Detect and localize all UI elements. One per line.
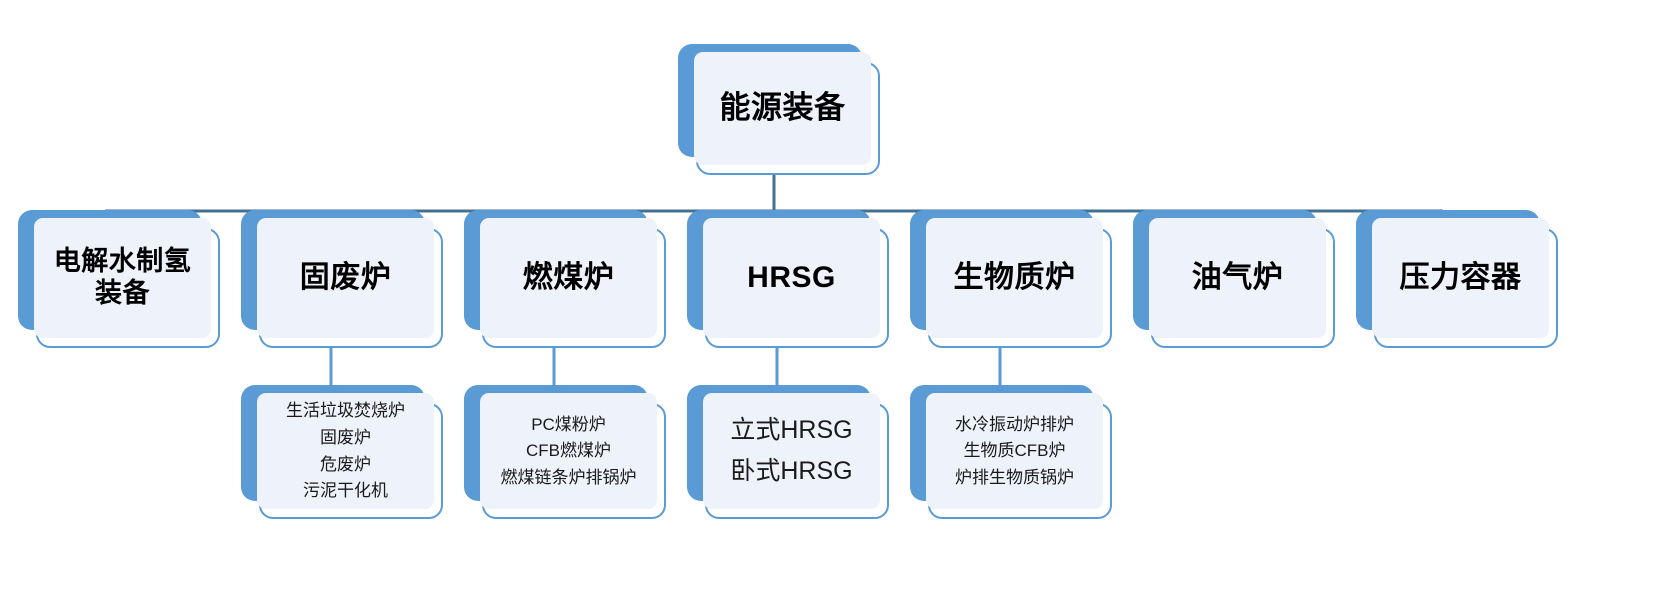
node-label: 油气炉 xyxy=(1191,261,1284,295)
node-card: 固废炉 xyxy=(257,218,434,338)
node-root[interactable]: 能源装备 xyxy=(678,44,880,175)
list-item: 燃煤链条炉排锅炉 xyxy=(500,467,637,487)
node-card: 压力容器 xyxy=(1372,218,1549,338)
node-category-solid-waste[interactable]: 固废炉 xyxy=(241,210,443,348)
node-category-coal[interactable]: 燃煤炉 xyxy=(464,210,666,348)
node-card: 生活垃圾焚烧炉 固废炉 危废炉 污泥干化机 xyxy=(257,393,434,509)
node-category-hrsg[interactable]: HRSG xyxy=(687,210,889,348)
node-category-oil-gas[interactable]: 油气炉 xyxy=(1133,210,1335,348)
list-item: 污泥干化机 xyxy=(303,481,388,501)
node-leaf-hrsg[interactable]: 立式HRSG 卧式HRSG xyxy=(687,385,889,519)
node-label: 燃煤炉 xyxy=(522,261,615,295)
node-label: HRSG xyxy=(747,261,836,295)
node-card: 能源装备 xyxy=(694,52,871,165)
list-item: 卧式HRSG xyxy=(730,457,853,485)
list-item: 生物质CFB炉 xyxy=(963,441,1066,461)
node-category-pressure-vessel[interactable]: 压力容器 xyxy=(1356,210,1558,348)
node-label: 生物质炉 xyxy=(953,261,1076,295)
node-card: 水冷振动炉排炉 生物质CFB炉 炉排生物质锅炉 xyxy=(926,393,1103,509)
list-item: CFB燃煤炉 xyxy=(526,441,611,461)
node-category-biomass[interactable]: 生物质炉 xyxy=(910,210,1112,348)
node-label: 能源装备 xyxy=(719,90,846,126)
list-item: 水冷振动炉排炉 xyxy=(955,414,1074,434)
leaf-list: 生活垃圾焚烧炉 固废炉 危废炉 污泥干化机 xyxy=(261,401,430,500)
node-card: HRSG xyxy=(703,218,880,338)
leaf-list: 水冷振动炉排炉 生物质CFB炉 炉排生物质锅炉 xyxy=(930,415,1099,488)
list-item: PC煤粉炉 xyxy=(531,414,606,434)
list-item: 危废炉 xyxy=(320,454,371,474)
node-card: 燃煤炉 xyxy=(480,218,657,338)
node-card: PC煤粉炉 CFB燃煤炉 燃煤链条炉排锅炉 xyxy=(480,393,657,509)
node-category-electrolysis[interactable]: 电解水制氢 装备 xyxy=(18,210,220,348)
node-card: 立式HRSG 卧式HRSG xyxy=(703,393,880,509)
leaf-list: 立式HRSG 卧式HRSG xyxy=(707,416,876,486)
node-card: 电解水制氢 装备 xyxy=(34,218,211,338)
list-item: 立式HRSG xyxy=(730,416,853,445)
node-label: 电解水制氢 装备 xyxy=(53,246,192,308)
list-item: 固废炉 xyxy=(320,427,371,447)
node-leaf-coal[interactable]: PC煤粉炉 CFB燃煤炉 燃煤链条炉排锅炉 xyxy=(464,385,666,519)
node-card: 生物质炉 xyxy=(926,218,1103,338)
list-item: 生活垃圾焚烧炉 xyxy=(286,401,405,421)
node-label: 压力容器 xyxy=(1399,261,1522,295)
node-leaf-solid-waste[interactable]: 生活垃圾焚烧炉 固废炉 危废炉 污泥干化机 xyxy=(241,385,443,519)
leaf-list: PC煤粉炉 CFB燃煤炉 燃煤链条炉排锅炉 xyxy=(484,415,653,488)
node-leaf-biomass[interactable]: 水冷振动炉排炉 生物质CFB炉 炉排生物质锅炉 xyxy=(910,385,1112,519)
node-card: 油气炉 xyxy=(1149,218,1326,338)
node-label: 固废炉 xyxy=(299,261,392,295)
list-item: 炉排生物质锅炉 xyxy=(955,467,1074,487)
